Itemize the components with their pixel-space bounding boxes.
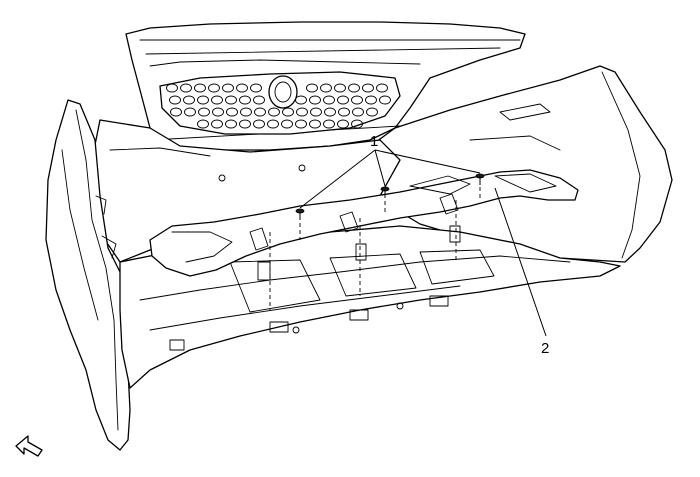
- grille-cell: [337, 95, 349, 105]
- grille-cell: [267, 119, 279, 129]
- grille-cell: [169, 95, 181, 105]
- grille-cell: [320, 83, 332, 93]
- callout-1-label: 1: [370, 133, 378, 150]
- grille-cell: [250, 83, 262, 93]
- grille-cell: [309, 95, 321, 105]
- grille-cell: [211, 119, 223, 129]
- grille-cell: [366, 107, 378, 117]
- callout-2-leader: [494, 187, 547, 337]
- grille-cell: [253, 95, 265, 105]
- left-fascia-end: [45, 99, 131, 451]
- grille-cell: [197, 95, 209, 105]
- grille-cell: [323, 95, 335, 105]
- grille-cell: [379, 95, 391, 105]
- grille-cell: [376, 83, 388, 93]
- grille-cell: [323, 119, 335, 129]
- fastener-right: [475, 173, 485, 185]
- grille-cell: [236, 83, 248, 93]
- grille-cell: [337, 119, 349, 129]
- grille-cell: [281, 119, 293, 129]
- grille-cell: [239, 95, 251, 105]
- grille-cell: [212, 107, 224, 117]
- front-arrow-icon: [15, 435, 43, 457]
- grille-cell: [197, 119, 209, 129]
- grille-cell: [225, 119, 237, 129]
- grille-cell: [362, 83, 374, 93]
- grille-cell: [240, 107, 252, 117]
- grille-cell: [295, 119, 307, 129]
- grille-cell: [198, 107, 210, 117]
- grille-cell: [309, 119, 321, 129]
- grille-cell: [351, 95, 363, 105]
- grille-cell: [324, 107, 336, 117]
- grille-cell: [225, 95, 237, 105]
- grille-cell: [310, 107, 322, 117]
- grille-cell: [282, 107, 294, 117]
- grille-cell: [180, 83, 192, 93]
- grille-cell: [194, 83, 206, 93]
- grille-cell: [184, 107, 196, 117]
- grille-cell: [211, 95, 223, 105]
- grille-cell: [222, 83, 234, 93]
- grille-cell: [334, 83, 346, 93]
- callout-2-label: 2: [541, 340, 549, 357]
- grille-cell: [306, 83, 318, 93]
- grille-cell: [351, 119, 363, 129]
- grille-cell: [183, 95, 195, 105]
- grille-cell: [365, 95, 377, 105]
- emblem: [268, 75, 298, 109]
- grille-cell: [253, 119, 265, 129]
- grille-cell: [208, 83, 220, 93]
- grille-cell: [226, 107, 238, 117]
- callout-1-leaders: [299, 149, 481, 209]
- lower-splash-shield: [119, 225, 621, 389]
- grille-cell: [254, 107, 266, 117]
- grille-cell: [352, 107, 364, 117]
- grille-cell: [239, 119, 251, 129]
- grille-cell: [268, 107, 280, 117]
- grille-cell: [348, 83, 360, 93]
- grille-cell: [166, 83, 178, 93]
- grille-cell: [170, 107, 182, 117]
- grille-cell: [296, 107, 308, 117]
- fastener-left: [295, 208, 305, 220]
- grille-cell: [338, 107, 350, 117]
- fastener-center: [380, 186, 390, 198]
